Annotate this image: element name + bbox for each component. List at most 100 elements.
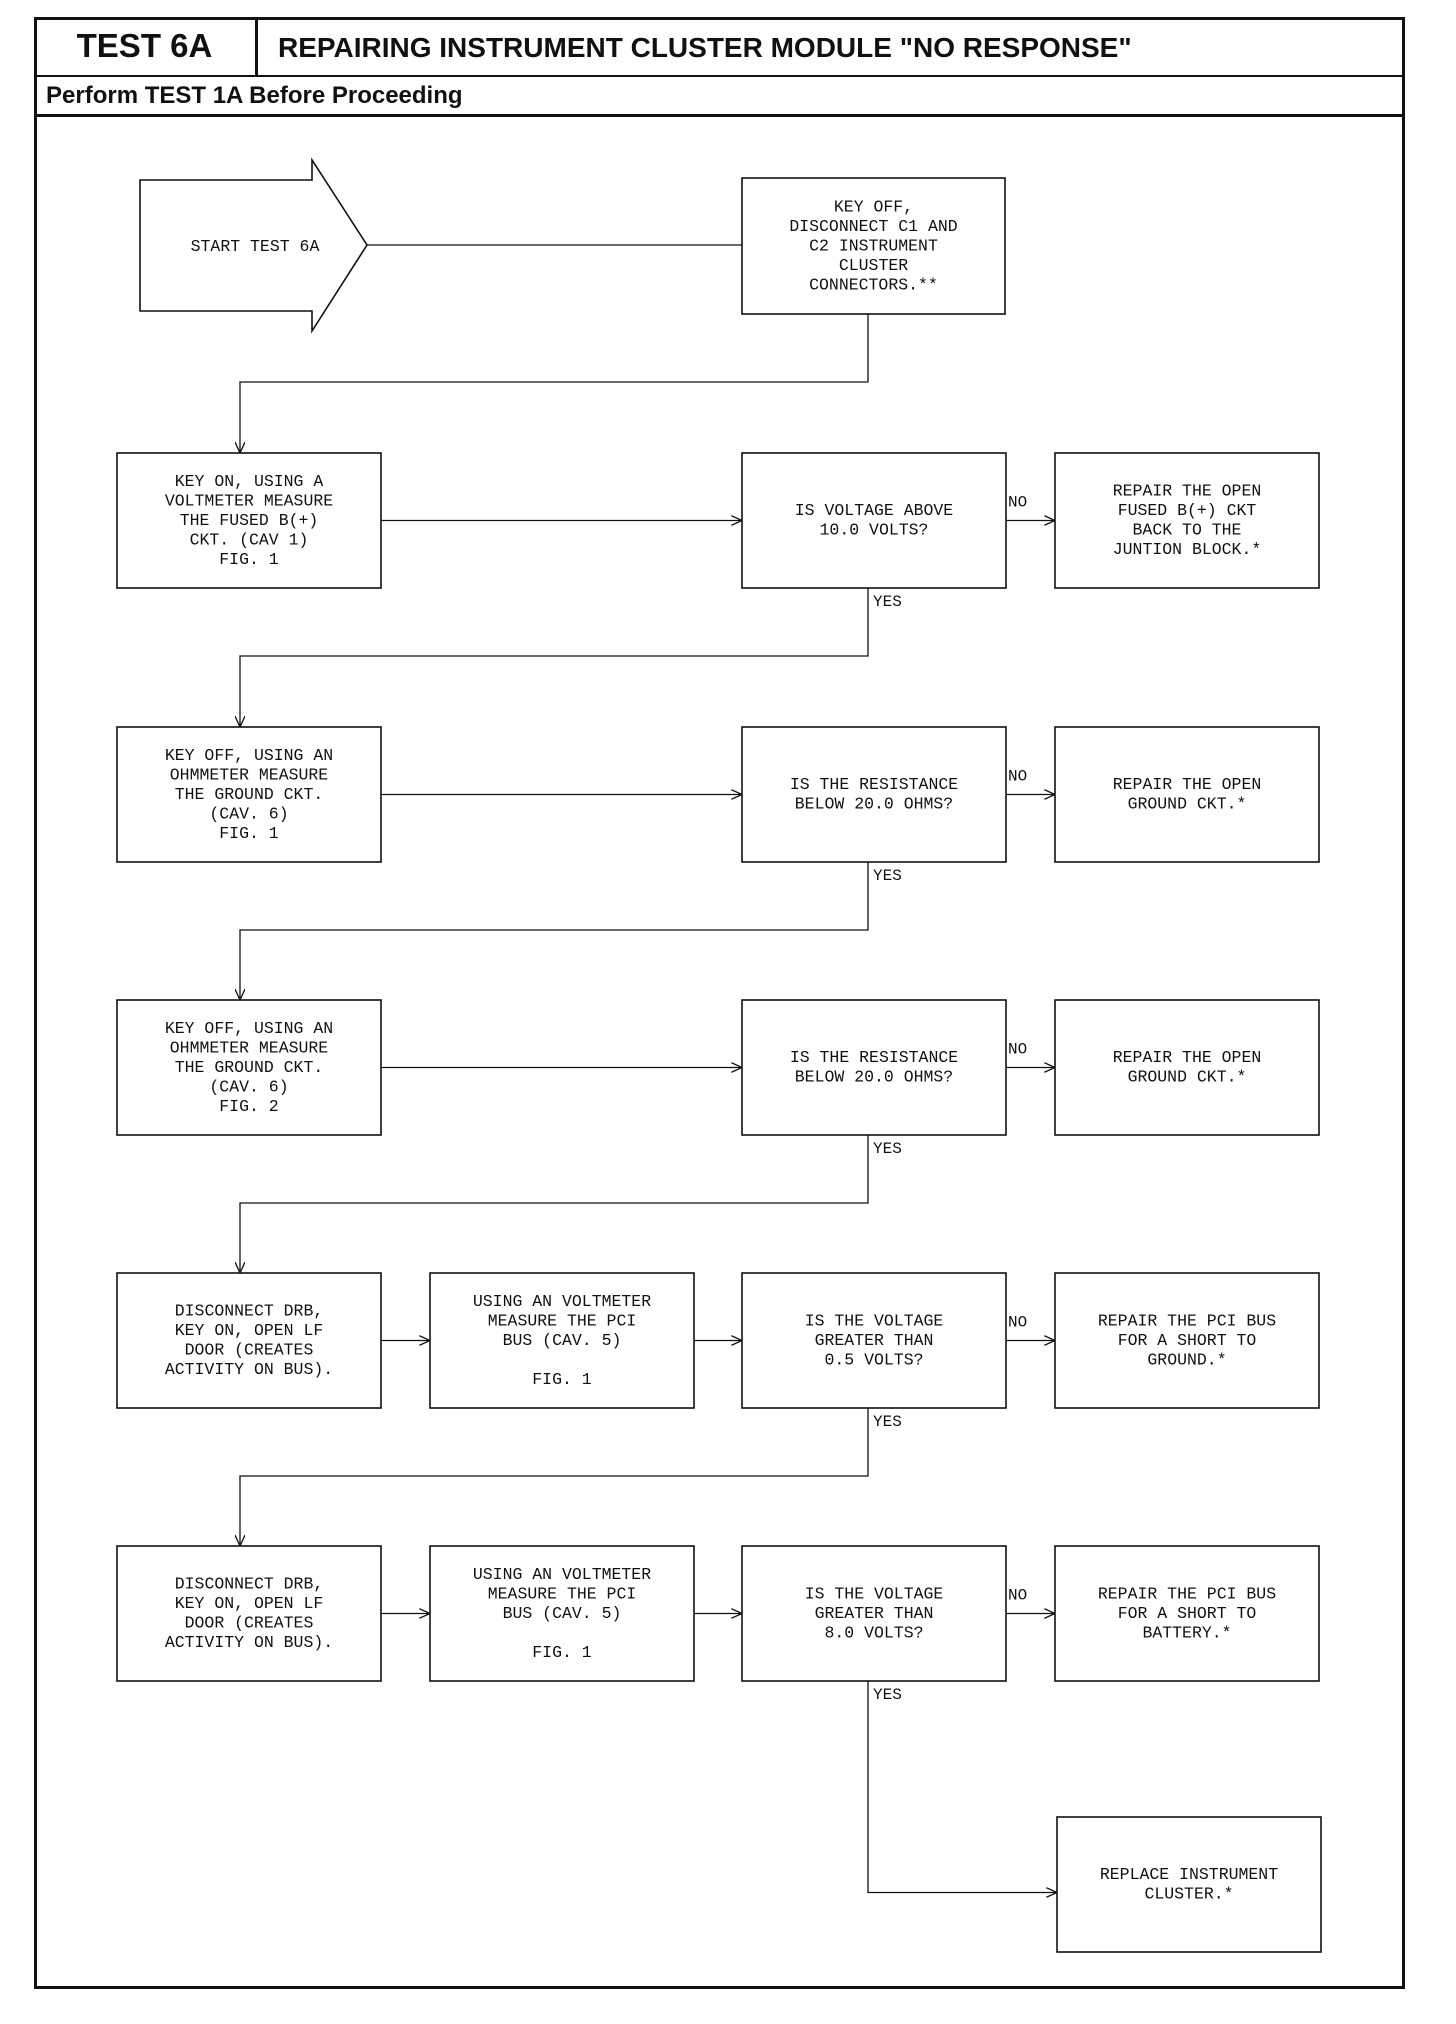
step-text-line: ACTIVITY ON BUS).	[165, 1633, 333, 1652]
step-text-line: MEASURE THE PCI	[488, 1584, 637, 1603]
step-text-line: 8.0 VOLTS?	[824, 1623, 923, 1642]
step-text-line: C2 INSTRUMENT	[809, 236, 938, 255]
step-box	[1056, 1816, 1322, 1953]
step-box	[741, 452, 1007, 589]
yes-label: YES	[873, 1413, 902, 1431]
step-text-line: (CAV. 6)	[209, 804, 288, 823]
step-text-line: CLUSTER	[839, 256, 908, 275]
step-text-line: IS THE RESISTANCE	[790, 1048, 958, 1067]
step-text-line: OHMMETER MEASURE	[170, 765, 329, 784]
step-box	[741, 999, 1007, 1136]
step-text-line: DISCONNECT C1 AND	[789, 217, 957, 236]
step-text-line: (CAV. 6)	[209, 1077, 288, 1096]
step-text-line: IS THE VOLTAGE	[805, 1311, 944, 1330]
connector-yes	[240, 1408, 869, 1546]
yes-label: YES	[873, 593, 902, 611]
prerequisite-note: Perform TEST 1A Before Proceeding	[46, 82, 463, 109]
yes-label: YES	[873, 1686, 902, 1704]
step-text-line: FIG. 2	[219, 1097, 278, 1116]
step-text-line: DISCONNECT DRB,	[175, 1575, 324, 1594]
step-text-line: REPAIR THE OPEN	[1113, 482, 1262, 501]
step-text-line: KEY ON, OPEN LF	[175, 1594, 324, 1613]
step-box	[1054, 1272, 1320, 1409]
step-text-line: KEY OFF,	[834, 197, 913, 216]
step-box	[741, 726, 1007, 863]
step-box	[741, 177, 1006, 315]
step-text-line: BACK TO THE	[1133, 521, 1242, 540]
yes-label: YES	[873, 1140, 902, 1158]
step-box	[429, 1545, 695, 1682]
step-text-line: REPAIR THE OPEN	[1113, 1048, 1262, 1067]
step-text-line: KEY ON, USING A	[175, 472, 324, 491]
step-box	[116, 1545, 382, 1682]
step-text-line: CLUSTER.*	[1144, 1885, 1233, 1904]
step-box	[1054, 1545, 1320, 1682]
step-text-line: ACTIVITY ON BUS).	[165, 1360, 333, 1379]
no-label: NO	[1008, 1587, 1027, 1605]
step-text-line: OHMMETER MEASURE	[170, 1038, 329, 1057]
step-text-line: KEY OFF, USING AN	[165, 1019, 333, 1038]
step-text-line: FUSED B(+) CKT	[1118, 501, 1257, 520]
test-title: REPAIRING INSTRUMENT CLUSTER MODULE "NO …	[278, 32, 1132, 63]
step-text-line: GREATER THAN	[815, 1604, 934, 1623]
step-text-line: GROUND.*	[1147, 1350, 1226, 1369]
step-text-line: IS VOLTAGE ABOVE	[795, 501, 954, 520]
step-text-line: BUS (CAV. 5)	[503, 1604, 622, 1623]
connector-yes	[240, 588, 869, 727]
step-text-line: GROUND CKT.*	[1128, 1068, 1247, 1087]
step-box	[741, 1545, 1007, 1682]
no-label: NO	[1008, 768, 1027, 786]
step-text-line: THE GROUND CKT.	[175, 1058, 324, 1077]
step-text-line: DISCONNECT DRB,	[175, 1302, 324, 1321]
yes-label: YES	[873, 867, 902, 885]
step-text-line: VOLTMETER MEASURE	[165, 491, 333, 510]
step-text-line: KEY OFF, USING AN	[165, 746, 333, 765]
step-text-line: THE GROUND CKT.	[175, 785, 324, 804]
step-text-line: BUS (CAV. 5)	[503, 1331, 622, 1350]
step-text-line: REPAIR THE PCI BUS	[1098, 1311, 1276, 1330]
step-text-line: FIG. 1	[219, 824, 279, 843]
step-box	[741, 1272, 1007, 1409]
connector-yes	[240, 862, 869, 1000]
page-frame	[34, 17, 1405, 1989]
step-text-line: FOR A SHORT TO	[1118, 1331, 1257, 1350]
no-label: NO	[1008, 494, 1027, 512]
connector-to-fused-b	[240, 314, 869, 453]
step-text-line: BELOW 20.0 OHMS?	[795, 1068, 953, 1087]
header-divider	[34, 114, 1405, 117]
step-text-line: IS THE VOLTAGE	[805, 1584, 944, 1603]
no-label: NO	[1008, 1041, 1027, 1059]
step-box	[1054, 726, 1320, 863]
step-text-line: USING AN VOLTMETER	[473, 1292, 651, 1311]
step-text-line: FIG. 1	[532, 1370, 592, 1389]
step-text-line: JUNTION BLOCK.*	[1113, 540, 1262, 559]
step-box	[429, 1272, 695, 1409]
step-text-line: DOOR (CREATES	[185, 1614, 314, 1633]
step-box	[116, 452, 382, 589]
step-text-line: CKT. (CAV 1)	[190, 530, 309, 549]
start-label: START TEST 6A	[191, 237, 320, 256]
no-label: NO	[1008, 1314, 1027, 1332]
header-row: TEST 6A REPAIRING INSTRUMENT CLUSTER MOD…	[34, 17, 1405, 77]
step-text-line: BELOW 20.0 OHMS?	[795, 795, 953, 814]
step-text-line: BATTERY.*	[1142, 1623, 1231, 1642]
step-box	[116, 726, 382, 863]
step-text-line: REPLACE INSTRUMENT	[1100, 1865, 1278, 1884]
step-box	[1054, 999, 1320, 1136]
start-arrow: START TEST 6A	[139, 157, 368, 334]
